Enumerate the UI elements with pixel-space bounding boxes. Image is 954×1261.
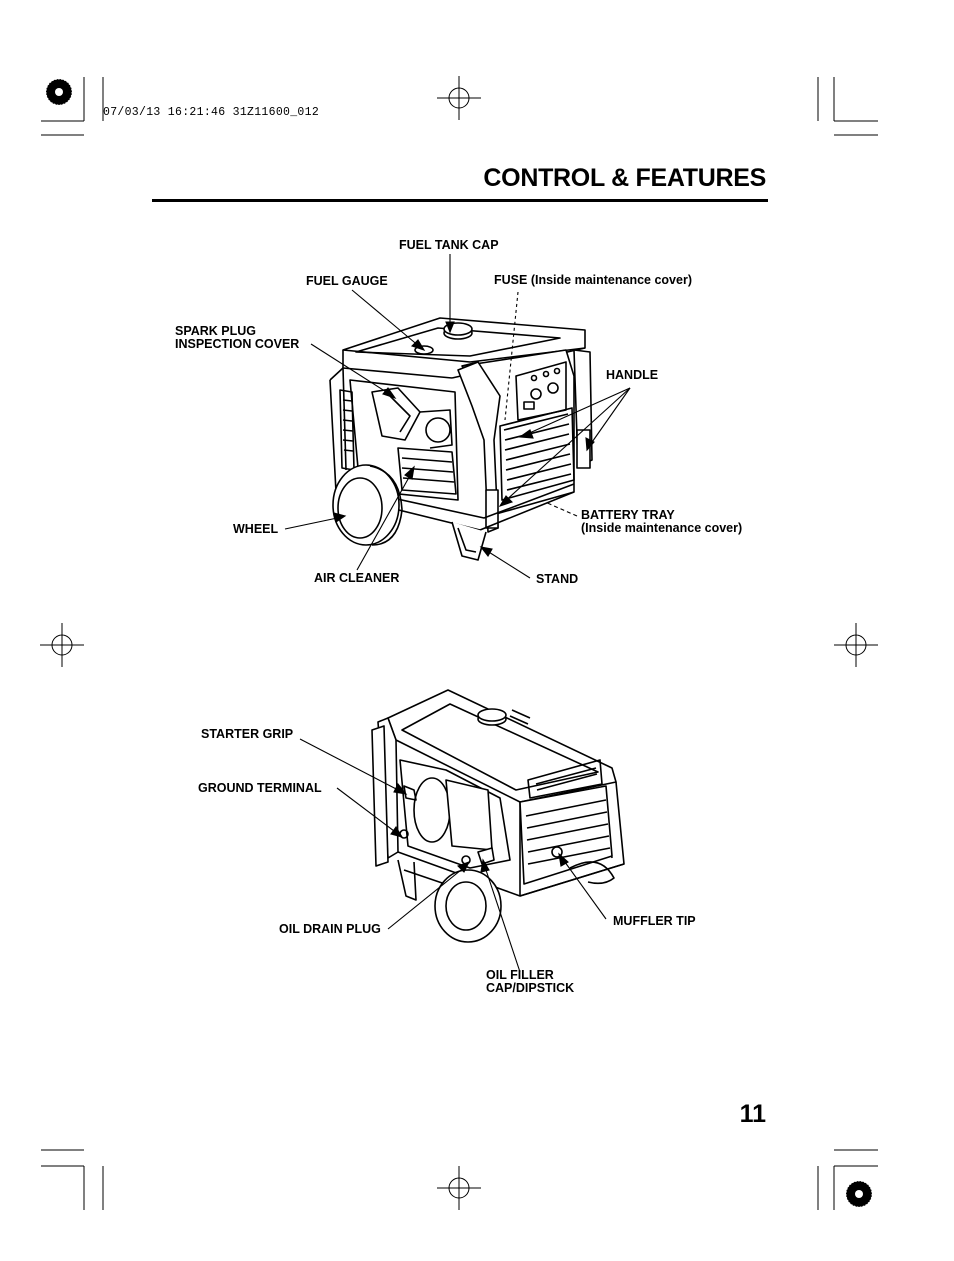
starburst-mark-bottom-right: [845, 1180, 873, 1208]
label-fuse: FUSE (Inside maintenance cover): [494, 274, 692, 287]
starburst-mark-top-left: [45, 78, 73, 106]
label-starter-grip: STARTER GRIP: [201, 727, 294, 741]
label-fuel-gauge: FUEL GAUGE: [306, 274, 388, 288]
label-muffler-tip: MUFFLER TIP: [613, 914, 696, 928]
label-stand: STAND: [536, 572, 579, 586]
label-spark-plug-cover: SPARK PLUG INSPECTION COVER: [175, 325, 299, 351]
registration-target-bottom: [437, 1166, 481, 1210]
print-timestamp: 07/03/13 16:21:46 31Z11600_012: [103, 106, 320, 119]
label-oil-filler-cap: OIL FILLER CAP/DIPSTICK: [486, 969, 574, 995]
label-fuel-tank-cap: FUEL TANK CAP: [399, 238, 499, 252]
label-battery-tray: BATTERY TRAY (Inside maintenance cover): [581, 509, 742, 535]
label-ground-terminal: GROUND TERMINAL: [198, 781, 322, 795]
registration-target-left: [40, 623, 84, 667]
label-oil-filler-line2: CAP/DIPSTICK: [486, 981, 575, 995]
registration-target-right: [834, 623, 878, 667]
page-title: CONTROL & FEATURES: [483, 164, 766, 192]
label-fuse-main: FUSE: [494, 273, 528, 287]
label-battery-tray-line1: BATTERY TRAY: [581, 508, 675, 522]
label-oil-filler-line1: OIL FILLER: [486, 968, 554, 982]
label-handle: HANDLE: [606, 368, 659, 382]
label-spark-plug-line1: SPARK PLUG: [175, 324, 257, 338]
registration-target-top: [437, 76, 481, 120]
title-rule: [152, 199, 768, 202]
label-air-cleaner: AIR CLEANER: [314, 571, 400, 585]
label-spark-plug-line2: INSPECTION COVER: [175, 337, 300, 351]
label-fuse-note: (Inside maintenance cover): [530, 273, 692, 287]
label-oil-drain-plug: OIL DRAIN PLUG: [279, 922, 381, 936]
label-battery-tray-line2: (Inside maintenance cover): [581, 521, 743, 535]
label-wheel: WHEEL: [233, 522, 279, 536]
page-number: 11: [739, 1100, 766, 1128]
